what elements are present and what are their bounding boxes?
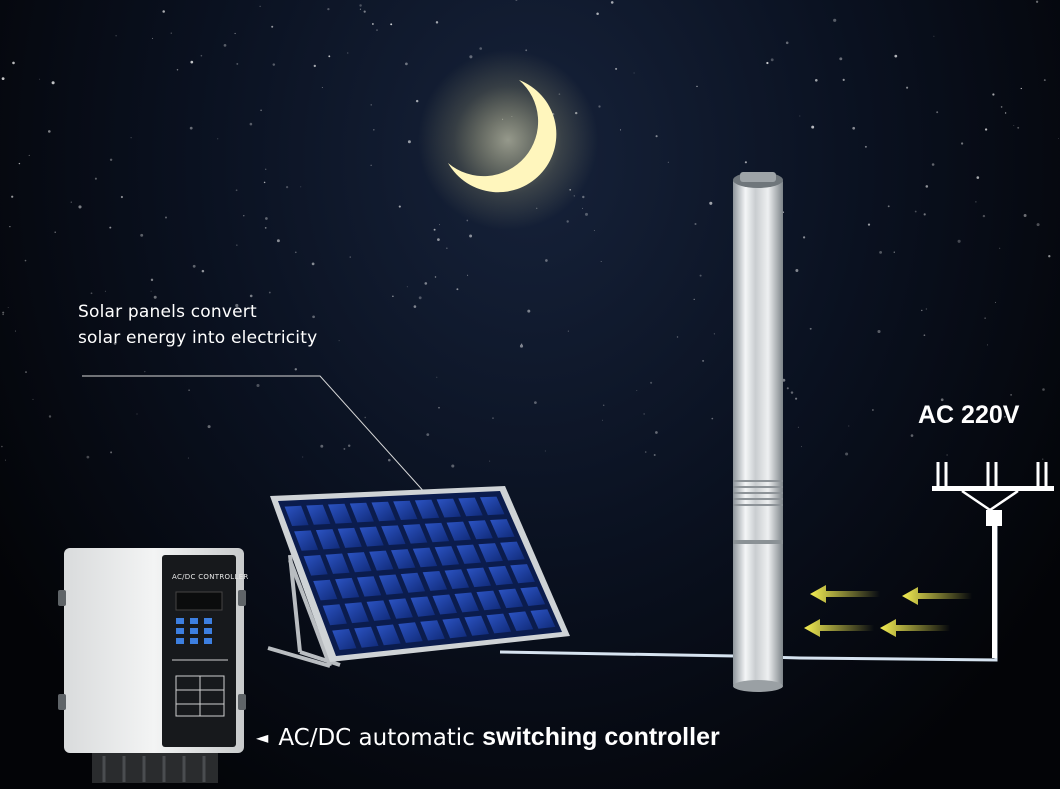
solar-cell <box>349 502 374 523</box>
solar-cell <box>381 525 406 545</box>
arrow-left-icon <box>902 587 972 605</box>
solar-cell <box>498 588 524 609</box>
solar-cell <box>335 577 360 599</box>
solar-cell <box>393 500 418 520</box>
solar-cell <box>490 519 515 538</box>
submersible-pump-icon <box>733 172 783 692</box>
ac-power-label: AC 220V <box>918 401 1020 429</box>
solar-cell <box>422 571 448 591</box>
callout-text-line-1: Solar panels convert <box>78 302 257 322</box>
solar-cell <box>508 611 534 631</box>
solar-cell <box>412 547 438 568</box>
solar-cell <box>500 541 525 561</box>
solar-cell <box>442 618 467 639</box>
solar-cell <box>391 549 416 569</box>
solar-cell <box>378 574 404 595</box>
solar-cell <box>464 615 489 636</box>
solar-cell <box>432 594 457 615</box>
solar-cell <box>403 524 428 544</box>
solar-cell <box>510 564 535 584</box>
solar-cell <box>434 546 460 566</box>
solar-cell <box>322 604 347 626</box>
caption-marker-icon: ◄ <box>256 728 269 747</box>
solar-cell <box>454 592 479 613</box>
solar-cell <box>376 624 401 646</box>
solar-cell <box>520 586 546 606</box>
solar-cell <box>478 543 503 563</box>
solar-cell <box>486 613 512 634</box>
power-pole-icon <box>932 462 1054 658</box>
solar-cell <box>344 602 369 624</box>
solar-cell <box>398 622 423 643</box>
controller-box-icon <box>58 548 246 783</box>
moon-icon <box>418 50 598 230</box>
solar-cell <box>313 579 338 601</box>
solar-cell <box>303 555 328 576</box>
solar-cell <box>468 520 493 540</box>
solar-cell <box>359 526 384 547</box>
solar-cell <box>347 552 372 573</box>
solar-cell <box>325 553 350 574</box>
solar-cell <box>315 529 340 550</box>
star-field <box>1 0 1059 468</box>
solar-cell <box>388 598 413 619</box>
callout-leader-line <box>82 375 437 506</box>
arrow-left-icon <box>804 619 874 637</box>
callout-text-line-2: solar energy into electricity <box>78 328 318 348</box>
solar-cell <box>371 501 396 522</box>
solar-cell <box>424 522 450 543</box>
solar-cell <box>400 572 426 593</box>
solar-cell <box>414 499 440 519</box>
solar-cell <box>410 596 435 617</box>
solar-cell <box>369 550 394 571</box>
solar-cell <box>458 497 483 517</box>
solar-cell <box>436 498 461 518</box>
solar-cell <box>476 590 501 611</box>
solar-cell <box>488 565 513 586</box>
solar-cell <box>284 505 309 526</box>
solar-cell <box>337 527 362 548</box>
controller-device-title: AC/DC CONTROLLER <box>172 573 249 581</box>
arrow-left-icon <box>880 619 950 637</box>
solar-panel-icon <box>270 486 570 662</box>
caption-regular-text: AC/DC automatic <box>278 725 483 751</box>
solar-cell <box>444 569 470 589</box>
solar-cell <box>294 530 319 551</box>
solar-cell <box>530 609 556 629</box>
caption-bold-text: switching controller <box>482 723 720 751</box>
solar-panel-stand <box>267 554 341 668</box>
energy-flow-arrows <box>804 585 972 637</box>
solar-cell <box>420 620 445 641</box>
solar-cell <box>357 576 382 597</box>
solar-cell <box>456 544 481 564</box>
solar-cell <box>306 504 331 525</box>
arrow-left-icon <box>810 585 880 603</box>
solar-cell <box>480 496 505 516</box>
solar-cell <box>446 521 471 541</box>
controller-caption: ◄ AC/DC automatic switching controller <box>256 723 720 752</box>
solar-cell <box>354 626 379 648</box>
solar-cell <box>466 567 491 588</box>
solar-cell <box>332 628 357 650</box>
solar-cell <box>366 600 391 621</box>
solar-cell <box>328 503 353 524</box>
